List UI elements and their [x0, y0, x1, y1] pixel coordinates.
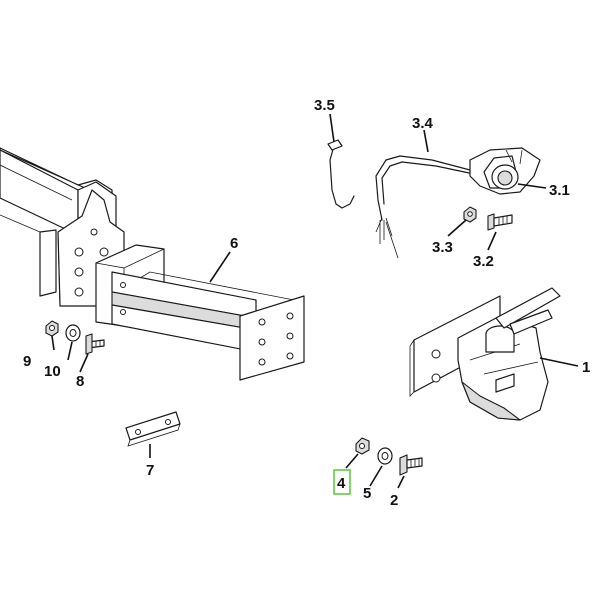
- washer-10: [65, 324, 81, 342]
- drawbar-carrier: [95, 244, 305, 381]
- callout-3-3: 3.3: [432, 239, 453, 256]
- ground-clip: [327, 139, 355, 209]
- tow-hitch: [409, 287, 561, 421]
- callout-7: 7: [146, 462, 154, 479]
- callout-9: 9: [23, 353, 31, 370]
- callout-5: 5: [363, 485, 371, 502]
- callout-labels: 1 2 3.1 3.2 3.3 3.4 3.5 4 5 6 7 8 9 10: [23, 97, 590, 509]
- callout-10: 10: [44, 363, 61, 380]
- callout-3-5: 3.5: [314, 97, 335, 114]
- callout-2: 2: [390, 492, 398, 509]
- wear-plate: [125, 411, 181, 447]
- nut-3-3: [463, 206, 477, 223]
- washer-5: [377, 447, 393, 465]
- bolt-8: [85, 333, 105, 355]
- nut-4: [355, 437, 370, 455]
- callout-1: 1: [582, 359, 590, 376]
- callout-3-4: 3.4: [412, 115, 434, 132]
- bolt-2: [399, 454, 423, 476]
- callout-6: 6: [230, 235, 238, 252]
- bolt-3-2: [487, 213, 513, 231]
- socket-cable: [375, 155, 475, 259]
- leader-lines: [51, 113, 579, 489]
- callout-3-1: 3.1: [549, 182, 570, 199]
- callout-4-highlight: [333, 469, 351, 495]
- callout-3-2: 3.2: [473, 253, 494, 270]
- trailer-socket: [469, 147, 541, 195]
- callout-4: 4: [337, 475, 346, 492]
- callout-8: 8: [76, 373, 84, 390]
- nut-9: [45, 320, 59, 337]
